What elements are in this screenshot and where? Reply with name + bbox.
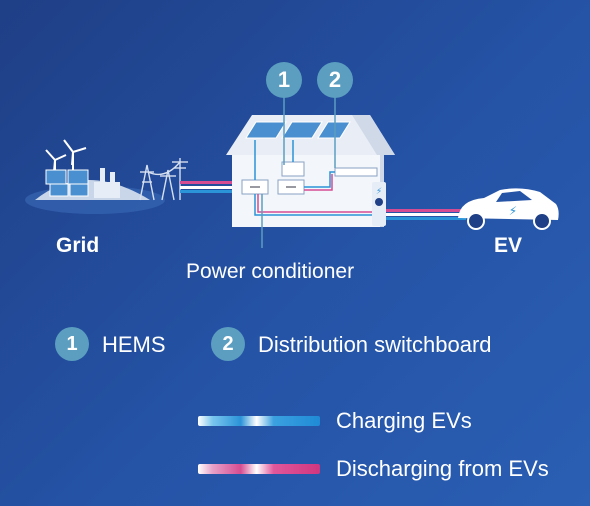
charging-legend-text: Charging EVs xyxy=(336,408,472,433)
ev-car-icon: ⚡ xyxy=(458,188,559,230)
hems-device xyxy=(281,161,305,177)
discharging-legend-text: Discharging from EVs xyxy=(336,456,549,481)
switchboard-badge: 2 xyxy=(317,62,353,98)
legend-switchboard-text: Distribution switchboard xyxy=(258,332,492,357)
ev-energy-lines xyxy=(386,209,466,220)
legend-switchboard-badge: 2 xyxy=(211,327,245,361)
power-conditioner-label: Power conditioner xyxy=(186,260,355,283)
grid-energy-lines xyxy=(180,181,240,193)
charging-line-swatch xyxy=(198,416,320,426)
svg-text:⚡: ⚡ xyxy=(376,187,382,197)
power-plant-icon xyxy=(94,168,120,198)
svg-text:⚡: ⚡ xyxy=(509,204,517,218)
legend-hems-text: HEMS xyxy=(102,332,166,357)
hems-badge: 1 xyxy=(266,62,302,98)
ev-label: EV xyxy=(494,234,523,257)
rooftop-solar-panel-icon xyxy=(245,121,351,139)
grid-label: Grid xyxy=(56,234,100,257)
house-wiring xyxy=(254,140,380,216)
discharging-line-swatch xyxy=(198,464,320,474)
switchboard-device xyxy=(334,167,378,177)
ev-charger-icon: ⚡ xyxy=(372,182,386,226)
energy-diagram-illustration: ⚡ ⚡ xyxy=(25,96,559,248)
legend-hems-badge: 1 xyxy=(55,327,89,361)
solar-farm-icon xyxy=(45,169,89,197)
